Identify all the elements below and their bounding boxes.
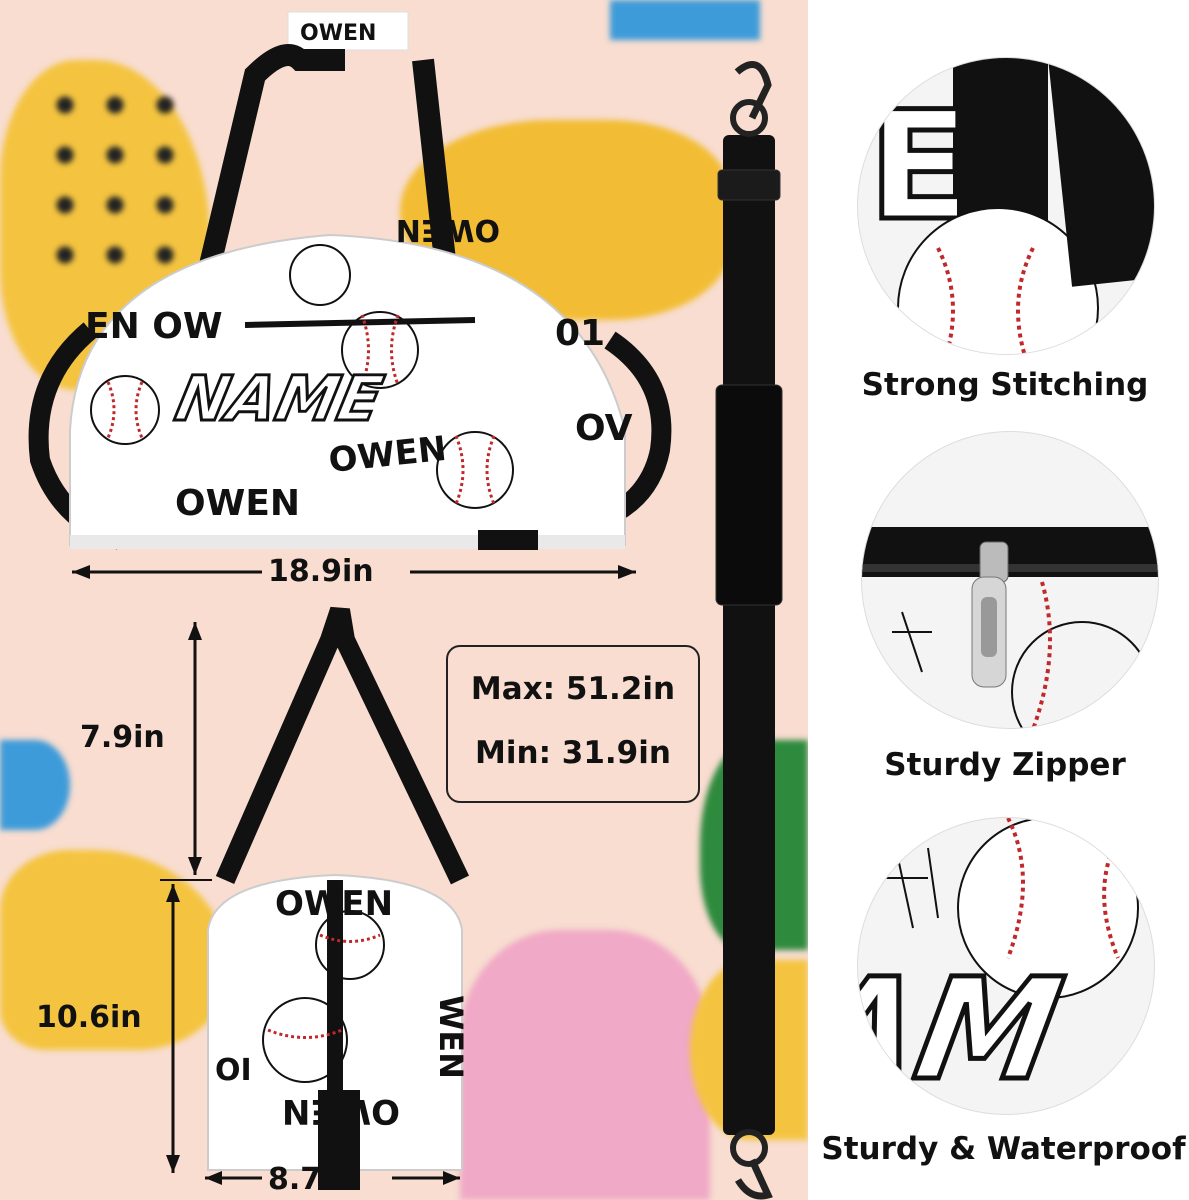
length-dimension: 18.9in: [268, 554, 374, 589]
pink-blob: [460, 930, 710, 1200]
bag-height-dimension: 10.6in: [36, 1000, 142, 1035]
svg-text:OWEN: OWEN: [275, 884, 393, 924]
strap-max-length: Max: 51.2in: [470, 671, 676, 707]
svg-text:OV: OV: [575, 408, 633, 449]
name-print: NAME: [170, 363, 389, 435]
blue-blob: [0, 740, 70, 830]
strap-height-dimension: 7.9in: [80, 720, 165, 755]
svg-text:OI: OI: [215, 1053, 252, 1088]
stitching-detail-image: E: [858, 58, 1154, 354]
svg-text:OWEN: OWEN: [175, 483, 300, 524]
material-detail-image: AM: [858, 818, 1154, 1114]
svg-text:OWEN: OWEN: [300, 21, 376, 46]
svg-text:WEN: WEN: [432, 995, 470, 1079]
owen-print: EN OW: [85, 306, 223, 347]
strap-length-box: Max: 51.2in Min: 31.9in: [446, 645, 700, 803]
blue-blob: [610, 0, 760, 40]
svg-text:AM: AM: [858, 949, 1073, 1112]
black-dots: [40, 80, 190, 280]
strap-min-length: Min: 31.9in: [475, 735, 671, 771]
width-dimension: 8.7in: [268, 1162, 353, 1197]
svg-text:OWEN: OWEN: [282, 1091, 400, 1131]
feature-label: Sturdy & Waterproof: [821, 1131, 1186, 1167]
svg-text:OWEN: OWEN: [396, 212, 500, 247]
svg-text:01: 01: [555, 313, 605, 354]
feature-label: Sturdy Zipper: [884, 747, 1126, 783]
feature-label: Strong Stitching: [861, 367, 1149, 403]
zipper-detail-image: [862, 432, 1158, 728]
